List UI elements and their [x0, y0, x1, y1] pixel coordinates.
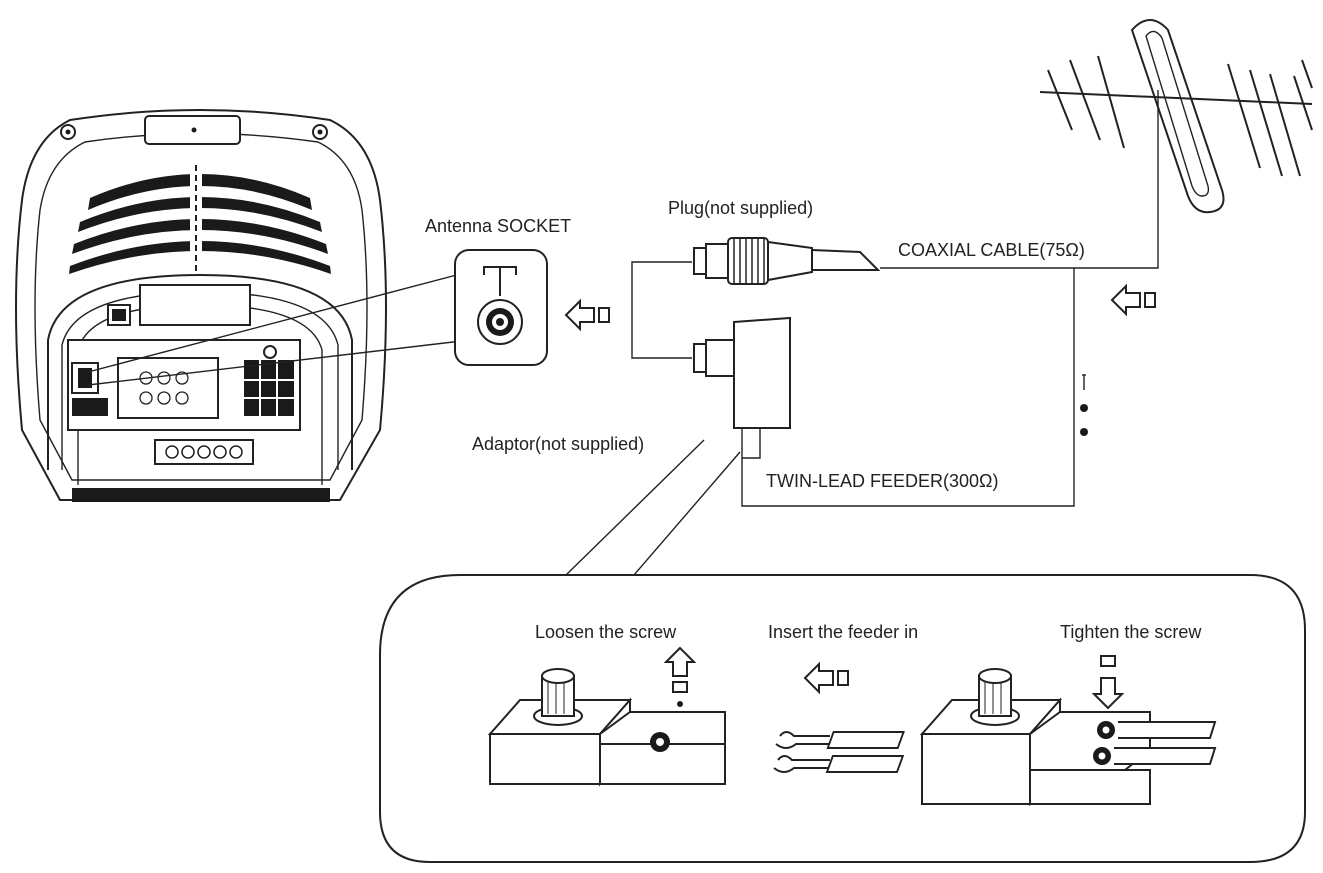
antenna-socket-zoom: Antenna SOCKET [425, 216, 571, 366]
yagi-antenna-icon [1039, 19, 1313, 214]
tv-rear-panel [15, 109, 387, 502]
twin-lead-feeder-line [741, 268, 1075, 507]
callout-line [565, 439, 705, 576]
antenna-socket-label: Antenna SOCKET [425, 216, 571, 236]
callout-line [633, 451, 741, 576]
arrow-down-icon [1091, 655, 1125, 710]
adaptor-block-tighten [919, 668, 1217, 807]
twin-lead-feeder-icon [773, 731, 905, 773]
arrow-left-icon [803, 661, 849, 695]
antenna-socket-icon [477, 266, 523, 345]
feeder-terminal-dots [1080, 374, 1088, 436]
step-loosen-label: Loosen the screw [535, 622, 677, 642]
arrow-left-icon [564, 298, 610, 332]
connection-bracket [631, 261, 692, 359]
feeder-installation-detail: Loosen the screw Insert the feeder in Ti… [379, 574, 1306, 863]
plug-label: Plug(not supplied) [668, 198, 813, 218]
coaxial-cable-line [880, 90, 1159, 269]
adaptor-label: Adaptor(not supplied) [472, 434, 644, 454]
callout-line [87, 339, 471, 386]
coaxial-cable-label: COAXIAL CABLE(75Ω) [898, 240, 1085, 260]
step-tighten-label: Tighten the screw [1060, 622, 1202, 642]
coaxial-plug-icon [693, 237, 881, 285]
step-insert-label: Insert the feeder in [768, 622, 918, 642]
arrow-left-icon [1110, 283, 1156, 317]
callout-line [87, 271, 469, 373]
adaptor-icon [693, 316, 791, 459]
adaptor-block-loosen [487, 668, 726, 787]
tv-vent-grille [69, 165, 331, 275]
arrow-up-icon [663, 646, 697, 707]
twin-lead-feeder-label: TWIN-LEAD FEEDER(300Ω) [766, 471, 999, 491]
